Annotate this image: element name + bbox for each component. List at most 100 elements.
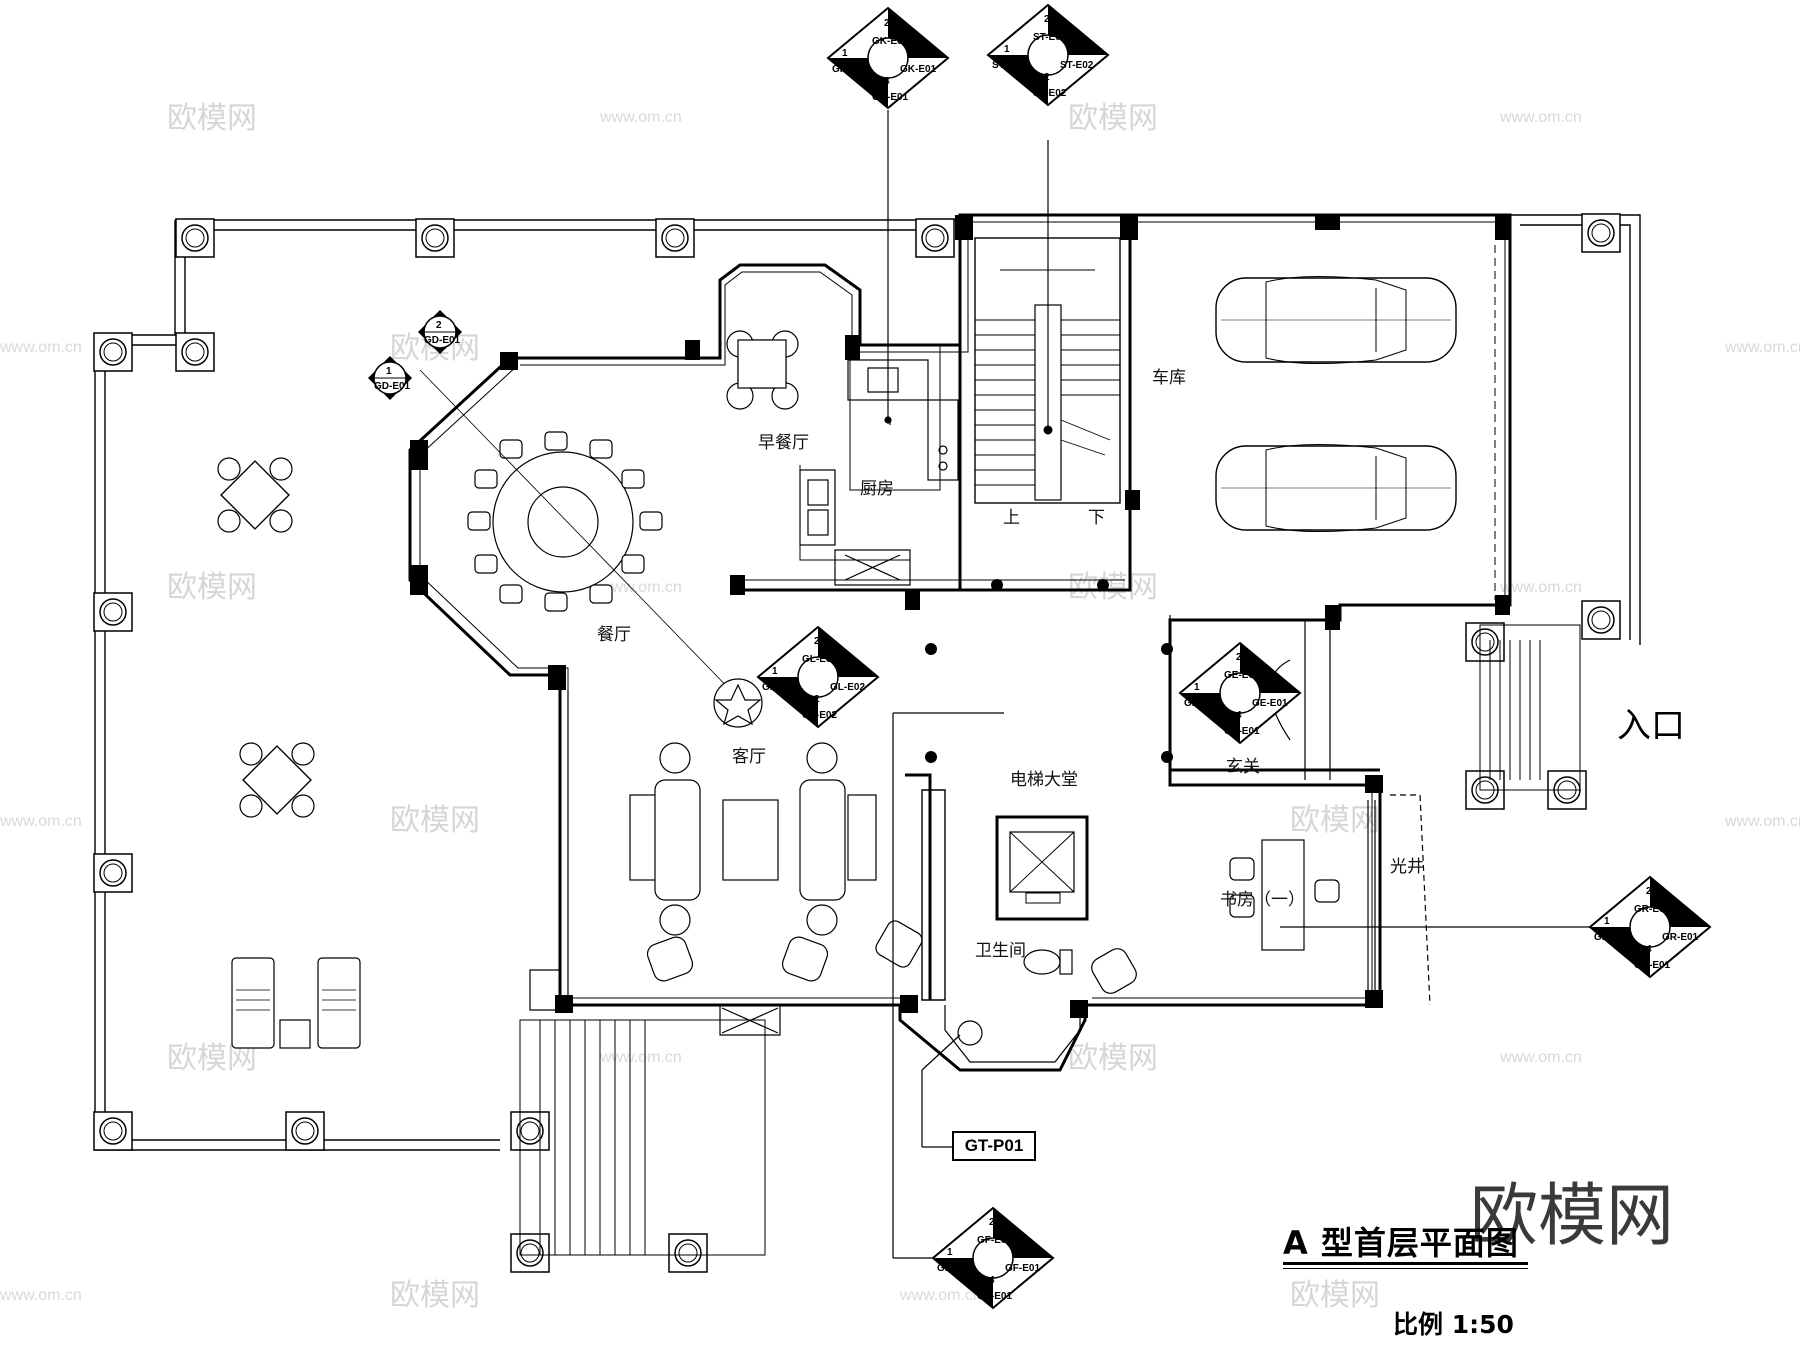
gd-marker-2: 2 GD-E01	[418, 310, 462, 354]
leader-lines	[887, 110, 1595, 1259]
watermark-text: 欧模网	[1290, 803, 1380, 838]
symbol-ref: ST-E02	[1033, 88, 1067, 99]
breakfast-label: 早餐厅	[758, 433, 809, 453]
symbol-num: 2	[989, 1217, 995, 1228]
symbol-ref: GF-E01	[1005, 1263, 1040, 1274]
symbol-ref: GF-E01	[977, 1235, 1012, 1246]
kitchen-counters	[799, 359, 959, 586]
stair-up-label: 上	[1003, 508, 1020, 528]
symbol-num: 3	[1270, 682, 1276, 693]
symbol-num: 2	[1236, 652, 1242, 663]
symbol-ref: GR-E01	[1634, 960, 1671, 971]
watermark-layer: 欧模网 www.om.cn 欧模网 www.om.cn 欧模网 www.om.c…	[0, 101, 1800, 1313]
symbol-num: 4	[1646, 944, 1652, 955]
symbol-num: 3	[918, 48, 924, 59]
symbol-ref: GR-E01	[1662, 932, 1699, 943]
room-labels: 车库 早餐厅 厨房 餐厅 客厅 电梯大堂 玄关 书房（一） 光井 卫生间 上 下	[597, 368, 1424, 961]
breakfast-furniture	[726, 330, 799, 410]
symbol-num: 2	[1044, 72, 1050, 83]
elevator	[921, 789, 1089, 1001]
gd-num: 1	[386, 366, 392, 377]
study-furniture	[1091, 794, 1431, 1006]
symbol-num: 1	[1194, 682, 1200, 693]
watermark-url: www.om.cn	[599, 579, 682, 596]
watermark-text: 欧模网	[1290, 1278, 1380, 1313]
watermark-text: 欧模网	[1068, 1041, 1158, 1076]
elevation-symbol-gf: 2 GF-E01 1 GF-E01 3 GF-E01 4 GF-E01	[931, 1206, 1055, 1310]
symbol-num: 2	[884, 18, 890, 29]
watermark-text: 欧模网	[1068, 570, 1158, 605]
parking-cars	[1215, 275, 1457, 533]
wall-pillars	[410, 215, 1510, 1018]
symbol-num: 3	[1023, 1247, 1029, 1258]
bathroom-fixtures	[944, 949, 1081, 1063]
foyer-label: 玄关	[1226, 757, 1260, 777]
gd-marker-1: 1 GD-E01	[368, 356, 412, 400]
bathroom-label: 卫生间	[975, 941, 1026, 961]
symbol-num: 2	[1044, 14, 1050, 25]
symbol-num: 2	[814, 636, 820, 647]
elevation-symbol-gr: 2 GR-E01 1 GR-E01 3 GR-E01 4 GR-E01	[1588, 875, 1712, 979]
watermark-url: www.om.cn	[0, 339, 82, 356]
watermark-url: www.om.cn	[1724, 813, 1800, 830]
symbol-ref: GL-E01	[762, 682, 797, 693]
watermark-url: www.om.cn	[1499, 1049, 1582, 1066]
symbol-ref: GR-E01	[1594, 932, 1631, 943]
elevation-symbol-gk: 2 GK-E01 1 GK-E01 3 GK-E01 4 GK-E01	[826, 6, 950, 110]
symbol-num: 1	[947, 1247, 953, 1258]
watermark-url: www.om.cn	[599, 1049, 682, 1066]
symbol-ref: GE-E01	[1184, 698, 1220, 709]
symbol-num: 1	[848, 666, 854, 677]
symbol-num: 4	[989, 1275, 995, 1286]
symbol-ref: ST-E01	[992, 60, 1026, 71]
study-label: 书房（一）	[1220, 890, 1305, 910]
watermark-text: 欧模网	[390, 1278, 480, 1313]
lightwell-label: 光井	[1390, 857, 1424, 877]
garage-label: 车库	[1152, 368, 1186, 388]
watermark-url: www.om.cn	[1499, 109, 1582, 126]
elevation-symbol-gl: 2 GL-E01 1 GL-E01 1 GL-E02 2 GL-E02	[756, 625, 880, 729]
lounge-chairs	[231, 957, 361, 1049]
symbol-num: 2	[1646, 886, 1652, 897]
symbol-ref: GL-E02	[830, 682, 865, 693]
symbol-num: 1	[772, 666, 778, 677]
symbol-ref: GK-E01	[832, 64, 869, 75]
symbol-ref: GL-E01	[802, 654, 837, 665]
scale-label: 比例 1:50	[1393, 1310, 1514, 1339]
watermark-url: www.om.cn	[599, 109, 682, 126]
section-line	[419, 369, 741, 701]
symbol-ref: GR-E01	[1634, 904, 1671, 915]
title-block: A 型首层平面图	[1283, 1218, 1543, 1262]
symbol-num: 4	[884, 76, 890, 87]
title-underline-thin	[1283, 1268, 1528, 1269]
symbol-ref: ST-E01	[1033, 32, 1067, 43]
elevator-hall-label: 电梯大堂	[1010, 770, 1078, 790]
dining-chairs	[467, 431, 663, 612]
symbol-ref: GE-E01	[1224, 670, 1260, 681]
symbol-num: 1	[1604, 916, 1610, 927]
symbol-num: 2	[814, 694, 820, 705]
watermark-url: www.om.cn	[0, 1287, 82, 1304]
drawing-title: A 型首层平面图	[1283, 1224, 1519, 1262]
symbol-ref: GE-E01	[1252, 698, 1288, 709]
watermark-url: www.om.cn	[899, 1287, 982, 1304]
kitchen-label: 厨房	[860, 479, 894, 499]
stair-down-label: 下	[1088, 508, 1105, 528]
gd-num: 2	[436, 320, 442, 331]
brand-watermark: 欧模网	[1470, 1177, 1675, 1256]
title-underline	[1283, 1262, 1528, 1265]
watermark-text: 欧模网	[390, 803, 480, 838]
watermark-url: www.om.cn	[1724, 339, 1800, 356]
watermark-text: 欧模网	[167, 101, 257, 136]
elevation-symbol-ge: 2 GE-E01 1 GE-E01 3 GE-E01 4 GE-E01	[1178, 641, 1302, 745]
symbol-ref: GK-E01	[872, 36, 909, 47]
main-stair	[974, 140, 1121, 504]
gd-ref: GD-E01	[374, 381, 411, 392]
entrance-label: 入口	[1617, 706, 1685, 746]
watermark-text: 欧模网	[167, 570, 257, 605]
gd-ref: GD-E01	[424, 335, 461, 346]
terrace-furniture	[217, 457, 315, 818]
symbol-ref: GF-E01	[937, 1263, 972, 1274]
living-furniture	[629, 678, 923, 982]
